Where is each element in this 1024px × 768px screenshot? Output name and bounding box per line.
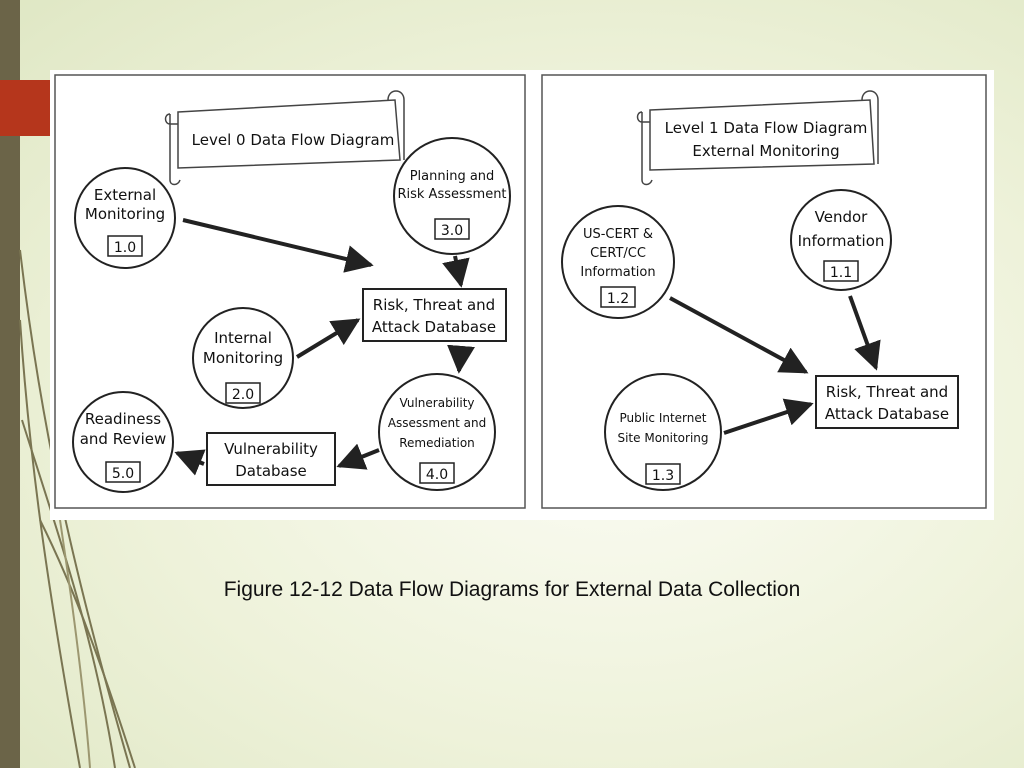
process-label: Vulnerability [399, 396, 474, 410]
process-id: 5.0 [112, 466, 134, 482]
process-id: 3.0 [441, 223, 463, 239]
level0-banner: Level 0 Data Flow Diagram [164, 90, 405, 186]
process-label: US-CERT & [583, 227, 653, 242]
process-label: Site Monitoring [617, 431, 708, 445]
process-id: 1.3 [652, 468, 674, 484]
datastore-label: Database [235, 462, 307, 480]
process-id: 1.0 [114, 240, 136, 256]
process-label: Information [798, 232, 885, 250]
process-label: External [94, 186, 156, 204]
datastore-risk-threat-attack-level1: Risk, Threat and Attack Database [815, 375, 959, 429]
level1-flows [669, 295, 881, 435]
datastore-label: Risk, Threat and [826, 383, 948, 401]
process-label: Vendor [815, 208, 869, 226]
process-id: 2.0 [232, 387, 254, 403]
process-label: Assessment and [388, 416, 486, 430]
level1-banner-subtitle: External Monitoring [692, 142, 839, 160]
flow-arrow [669, 296, 809, 374]
level1-banner: Level 1 Data Flow Diagram External Monit… [636, 90, 879, 186]
accent-block [0, 80, 50, 136]
datastore-label: Attack Database [825, 405, 949, 423]
process-label: Public Internet [620, 411, 707, 425]
datastore-vulnerability: Vulnerability Database [206, 432, 336, 486]
process-internal-monitoring: Internal Monitoring 2.0 [192, 307, 294, 409]
flow-arrow [182, 218, 374, 273]
datastore-risk-threat-attack: Risk, Threat and Attack Database [362, 288, 507, 342]
process-readiness-review: Readiness and Review 5.0 [72, 391, 174, 493]
figure-caption: Figure 12-12 Data Flow Diagrams for Exte… [223, 578, 801, 601]
process-label: Monitoring [203, 349, 283, 367]
process-label: Readiness [85, 410, 161, 428]
process-label: Planning and [410, 169, 495, 184]
flow-arrow [295, 318, 361, 359]
process-label: Internal [214, 329, 272, 347]
process-label: Remediation [399, 436, 475, 450]
level1-panel: Level 1 Data Flow Diagram External Monit… [541, 74, 987, 509]
datastore-label: Risk, Threat and [373, 296, 495, 314]
flow-arrow [336, 443, 380, 470]
process-id: 1.1 [830, 265, 852, 281]
flow-arrow [442, 255, 470, 288]
process-public-internet-monitoring: Public Internet Site Monitoring 1.3 [604, 373, 722, 491]
process-id: 1.2 [607, 291, 629, 307]
level0-panel: Level 0 Data Flow Diagram External Monit… [54, 74, 526, 509]
level0-banner-title: Level 0 Data Flow Diagram [192, 131, 395, 149]
process-uscert-certcc: US-CERT & CERT/CC Information 1.2 [561, 205, 675, 319]
process-planning-risk-assessment: Planning and Risk Assessment 3.0 [393, 137, 511, 255]
process-label: Risk Assessment [397, 187, 506, 202]
process-vulnerability-assessment: Vulnerability Assessment and Remediation… [378, 373, 496, 491]
flow-arrow [174, 449, 206, 476]
process-label: Monitoring [85, 205, 165, 223]
process-label: CERT/CC [590, 246, 646, 261]
level0-flows [174, 218, 475, 476]
datastore-label: Vulnerability [224, 440, 318, 458]
sidebar-strip [0, 0, 20, 768]
process-label: Information [580, 265, 655, 280]
process-external-monitoring: External Monitoring 1.0 [74, 167, 176, 269]
level1-banner-title: Level 1 Data Flow Diagram [665, 119, 868, 137]
flow-arrow [447, 344, 475, 374]
process-id: 4.0 [426, 467, 448, 483]
flow-arrow [848, 295, 881, 371]
datastore-label: Attack Database [372, 318, 496, 336]
flow-arrow [723, 398, 814, 435]
process-label: and Review [80, 430, 167, 448]
process-vendor-information: Vendor Information 1.1 [790, 189, 892, 291]
